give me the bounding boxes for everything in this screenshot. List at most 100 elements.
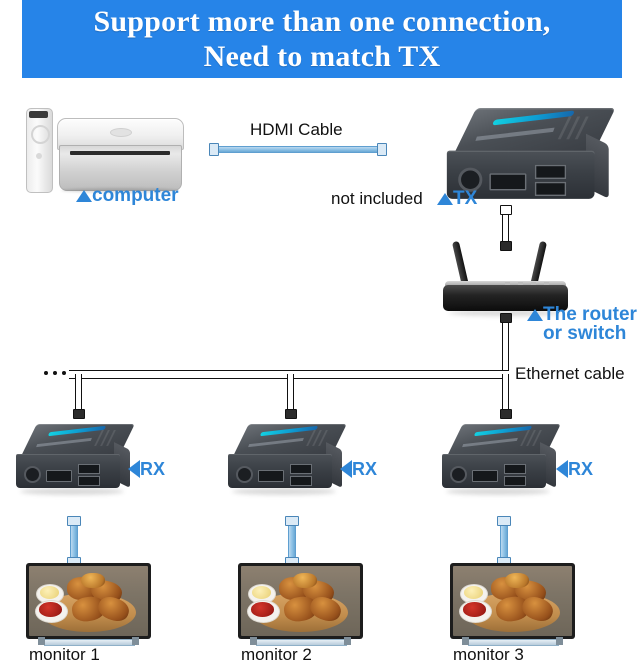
screen-image-sauce [462, 602, 487, 618]
hdmi-connector-top-icon [285, 516, 299, 526]
rx-extender-device-2 [226, 424, 347, 498]
ethernet-plug-top-icon [500, 313, 512, 323]
tx-hdmi-port-icon [489, 173, 527, 191]
hdmi-cable-horizontal [209, 143, 387, 156]
rx-hdmi-port-icon [472, 470, 498, 482]
triangle-left-icon [556, 460, 568, 478]
rx-usb-port-icon [78, 464, 100, 474]
rx-extender-device-3 [440, 424, 561, 498]
router-label: The router or switch [527, 305, 637, 343]
rx-power-port-icon [24, 466, 41, 483]
triangle-up-icon [437, 193, 453, 205]
ethernet-cable-router-to-bus [500, 313, 512, 375]
ethernet-wire [75, 374, 82, 419]
ethernet-plug-top-icon [500, 205, 512, 215]
ethernet-drop-rx-1 [73, 374, 85, 419]
monitor-foot [344, 637, 351, 645]
triangle-up-icon [527, 309, 543, 321]
rx-power-port-icon [450, 466, 467, 483]
monitor-bezel [238, 563, 363, 639]
monitor-screen [453, 566, 572, 636]
rx-usb-port-icon [290, 476, 312, 486]
hdmi-cable-label: HDMI Cable [250, 120, 343, 139]
screen-image-cream [251, 586, 271, 599]
monitor-3 [450, 563, 575, 651]
rx-shadow [446, 488, 550, 495]
ethernet-wire [502, 374, 509, 419]
rx-hdmi-port-icon [258, 470, 284, 482]
computer-body [59, 145, 182, 191]
computer-top-shell [57, 118, 184, 150]
not-included-label: not included [331, 189, 423, 208]
computer-device [57, 118, 184, 193]
rx-label-3: RX [556, 459, 593, 480]
computer-label-text: computer [92, 185, 179, 206]
tx-usb-port-icon [534, 181, 567, 197]
ethernet-wire [502, 205, 509, 251]
monitor-bezel [450, 563, 575, 639]
remote-control [26, 108, 53, 193]
rx-label-2: RX [340, 459, 377, 480]
ethernet-plug-bottom-icon [500, 241, 512, 251]
tx-extender-device [444, 108, 616, 213]
router-body [443, 285, 568, 311]
hdmi-cable-wire [288, 517, 296, 566]
ethernet-plug-bottom-icon [285, 409, 297, 419]
monitor-1 [26, 563, 151, 651]
monitor-bezel [26, 563, 151, 639]
ethernet-drop-rx-3 [500, 374, 512, 419]
screen-image-sauce [250, 602, 275, 618]
computer-top-emblem [110, 128, 132, 137]
monitor-screen [29, 566, 148, 636]
monitor-screen [241, 566, 360, 636]
screen-image-sauce [38, 602, 63, 618]
rx-usb-port-icon [504, 476, 526, 486]
remote-wheel-icon [31, 125, 50, 144]
screen-image-cream [39, 586, 59, 599]
tx-label: TX [437, 188, 477, 210]
screen-image-food [293, 573, 318, 589]
hdmi-cable-wire [70, 517, 78, 566]
ethernet-plug-bottom-icon [500, 409, 512, 419]
tx-usb-port-icon [534, 164, 567, 179]
rx-shadow [232, 488, 336, 495]
banner-line-2: Need to match TX [203, 40, 441, 73]
computer-shadow [61, 188, 179, 193]
screen-image-food [81, 573, 106, 589]
rx-usb-port-icon [504, 464, 526, 474]
hdmi-cable-wire [210, 146, 386, 153]
hdmi-connector-top-icon [67, 516, 81, 526]
hdmi-connector-right-icon [377, 143, 387, 156]
title-banner: Support more than one connection, Need t… [22, 0, 622, 78]
tx-label-text: TX [453, 188, 478, 209]
hdmi-cable-rx3-to-monitor3 [497, 516, 511, 567]
router-label-line-1: The router [543, 304, 637, 325]
router-device [443, 240, 568, 316]
router-label-line-2: or switch [543, 323, 627, 344]
rx-extender-device-1 [14, 424, 135, 498]
monitor-foot [556, 637, 563, 645]
computer-disc-slot [70, 151, 170, 155]
rx-usb-port-icon [78, 476, 100, 486]
rx-label-1: RX [128, 459, 165, 480]
ethernet-drop-rx-2 [285, 374, 297, 419]
rx-label-text: RX [352, 459, 378, 479]
triangle-left-icon [128, 460, 140, 478]
monitor-foot [250, 637, 257, 645]
ethernet-plug-bottom-icon [73, 409, 85, 419]
ethernet-cable-label: Ethernet cable [515, 364, 625, 383]
computer-label: computer [76, 185, 179, 207]
hdmi-cable-wire [500, 517, 508, 566]
ethernet-wire [502, 313, 509, 375]
triangle-left-icon [340, 460, 352, 478]
rx-power-port-icon [236, 466, 253, 483]
tx-power-port-icon [458, 167, 483, 192]
rx-label-text: RX [140, 459, 166, 479]
banner-text: Support more than one connection, Need t… [94, 4, 551, 75]
ethernet-cable-tx-to-router [500, 205, 512, 251]
router-led-indicators [505, 282, 549, 286]
rx-hdmi-port-icon [46, 470, 72, 482]
remote-ir-window [29, 111, 48, 118]
ethernet-bus-continuation-dots [44, 371, 66, 375]
screen-image-food [505, 573, 530, 589]
